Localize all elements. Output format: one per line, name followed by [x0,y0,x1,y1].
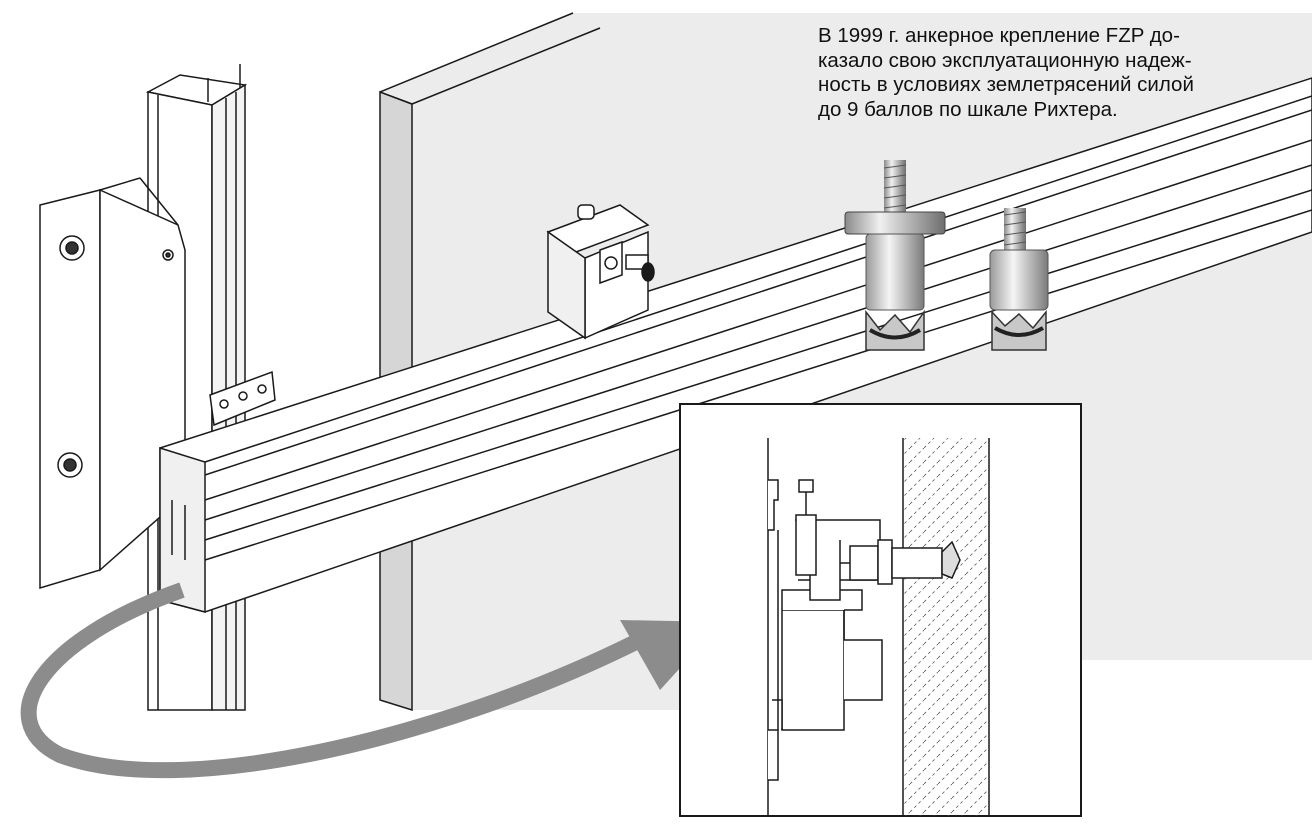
caption-line: ность в условиях землетрясений силой [818,73,1194,96]
anchor-photo-small [989,208,1049,351]
anchor-photo-large [844,160,946,351]
caption-line: казало свою эксплуатационную надеж- [818,48,1192,72]
rail-clamp [546,204,655,340]
caption-text: В 1999 г. анкерное крепление FZP до- каз… [818,24,1310,122]
caption-line: В 1999 г. анкерное крепление FZP до- [818,24,1180,47]
section-detail-box [679,403,1082,817]
caption-line: до 9 баллов по шкале Рихтера. [818,97,1118,121]
connector-plate [209,370,276,427]
